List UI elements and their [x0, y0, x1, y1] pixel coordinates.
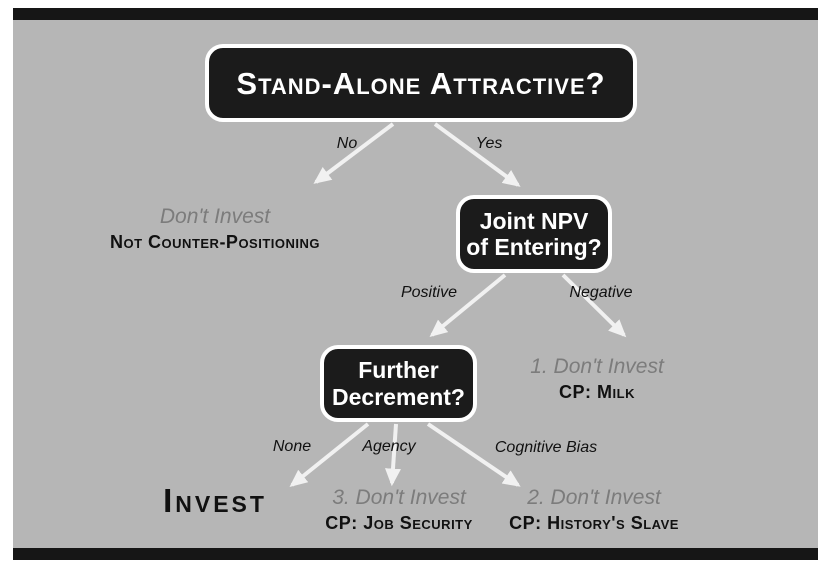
edge-label-none: None: [272, 438, 312, 455]
node-question-line: of Entering?: [466, 234, 602, 260]
bottom-rule: [13, 548, 818, 560]
outcome-not-counter-positioning: Don't Invest Not Counter-Positioning: [110, 204, 320, 255]
outcome-label: Not Counter-Positioning: [110, 232, 320, 253]
outcome-label: CP: Job Security: [325, 513, 473, 534]
edge-label-positive: Positive: [400, 284, 458, 301]
node-question: Stand-Alone Attractive?: [236, 65, 606, 101]
decision-node-joint-npv: Joint NPV of Entering?: [456, 195, 612, 273]
outcome-label: CP: Milk: [559, 382, 635, 403]
outcome-verdict: 1. Don't Invest: [530, 355, 664, 378]
outcome-job-security: 3. Don't Invest CP: Job Security: [325, 485, 473, 536]
top-rule: [13, 8, 818, 20]
node-question-line: Decrement?: [332, 383, 465, 410]
invest-label: Invest: [163, 482, 267, 519]
edge-label-no: No: [336, 135, 358, 152]
outcome-verdict: 3. Don't Invest: [332, 486, 466, 509]
outcome-verdict: 2. Don't Invest: [527, 486, 661, 509]
edge-label-negative: Negative: [569, 284, 633, 301]
edge-label-agency: Agency: [362, 438, 416, 455]
decision-node-stand-alone: Stand-Alone Attractive?: [205, 44, 637, 122]
outcome-invest: Invest: [163, 484, 267, 517]
outcome-verdict: Don't Invest: [159, 205, 271, 228]
edge-label-cognitive-bias: Cognitive Bias: [494, 439, 598, 456]
outcome-historys-slave: 2. Don't Invest CP: History's Slave: [509, 485, 679, 536]
outcome-milk: 1. Don't Invest CP: Milk: [530, 354, 664, 405]
node-question-line: Further: [358, 357, 439, 384]
decision-node-further-decrement: Further Decrement?: [320, 345, 477, 422]
outcome-label: CP: History's Slave: [509, 513, 679, 534]
edge-label-yes: Yes: [475, 135, 503, 152]
node-question-line: Joint NPV: [479, 207, 589, 234]
